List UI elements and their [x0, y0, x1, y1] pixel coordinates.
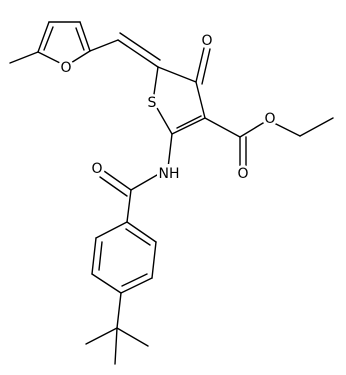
bond-benz-c2-c3-inner	[98, 241, 103, 271]
bond-ring-quaternary-c	[116, 292, 122, 329]
bond-c3-c4	[195, 81, 206, 119]
bond-tbu-methyl-right	[116, 327, 149, 347]
atom-label-s: S	[148, 95, 157, 111]
bond-ethyl-ch2-ch3	[299, 117, 334, 137]
atom-o-furan: O	[58, 59, 74, 76]
atom-label-o-ester-ether: O	[264, 111, 275, 127]
bond-furan-c1-c2-inner	[43, 26, 54, 51]
atom-label-layer: O S O O NH O O	[58, 32, 278, 182]
bond-furan-ch	[89, 39, 119, 52]
bond-benz-c1-c2	[95, 221, 128, 239]
bond-ketone-double	[201, 48, 211, 85]
atom-label-o-furan: O	[60, 60, 71, 76]
bond-benz-c6-c1	[126, 221, 157, 243]
bond-tbu-methyl-down	[114, 327, 118, 365]
atom-label-nh: NH	[159, 166, 180, 182]
bond-benz-c4-c5	[120, 277, 153, 294]
bond-amide-c-o	[103, 170, 132, 191]
bond-furan-c1-c2	[37, 21, 50, 53]
atom-nh-amide: NH	[157, 164, 181, 182]
bond-ch-ring-double	[119, 32, 161, 61]
bond-benz-c4-c5-inner	[121, 273, 148, 287]
atom-o-ester-ether: O	[262, 110, 278, 127]
atom-label-o-ketone: O	[201, 33, 212, 49]
bond-ester-c-o-ether	[239, 119, 269, 138]
bond-benz-c6-c1-inner	[125, 228, 151, 246]
bond-c2-c3-inner	[176, 115, 202, 129]
bond-c4-c5	[157, 66, 197, 83]
bond-amide-c-o-double	[99, 176, 128, 197]
bond-amide-c-ring	[126, 189, 132, 223]
bond-c3-ester-c	[204, 117, 241, 138]
atom-label-o-ester-carbonyl: O	[237, 166, 248, 182]
bond-tbu-methyl-left	[85, 327, 118, 345]
bond-benz-c5-c6	[151, 241, 157, 279]
bond-nh-carbonyl-c	[130, 174, 158, 191]
bond-methyl-furan	[9, 51, 39, 64]
bond-c2-c3	[171, 117, 206, 135]
bond-ch-ring	[117, 39, 159, 68]
bond-ketone	[195, 47, 205, 83]
bond-benz-c3-c4	[91, 273, 122, 294]
atom-o-ester-carbonyl: O	[235, 165, 251, 182]
bond-benz-c2-c3	[91, 237, 97, 275]
bond-c2-nh	[167, 133, 173, 169]
atom-o-ketone: O	[199, 32, 215, 49]
atom-s-ring: S	[144, 94, 160, 111]
bond-furan-c3-c4-inner	[75, 27, 85, 51]
bond-furan-c3-c4	[79, 21, 91, 52]
atom-o-amide: O	[89, 160, 105, 177]
bond-layer	[9, 21, 334, 365]
atom-label-o-amide: O	[91, 161, 102, 177]
